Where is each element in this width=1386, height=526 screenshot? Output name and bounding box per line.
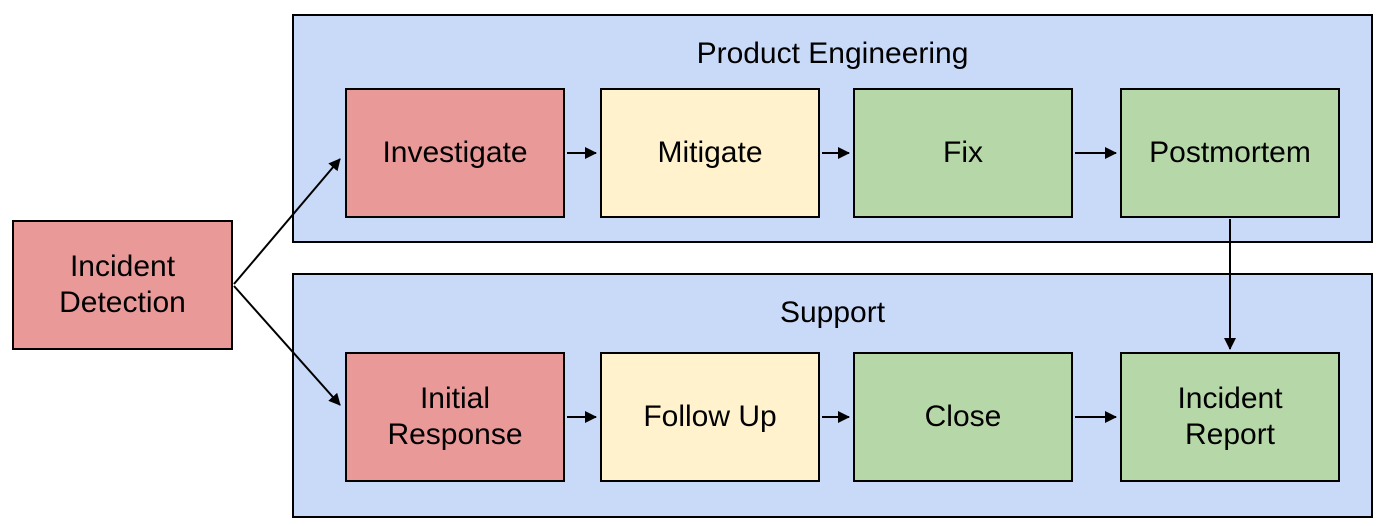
node-incident-report: Incident Report [1120, 352, 1340, 482]
node-postmortem: Postmortem [1120, 88, 1340, 218]
node-fix: Fix [853, 88, 1073, 218]
node-mitigate: Mitigate [600, 88, 820, 218]
node-initial-response: Initial Response [345, 352, 565, 482]
group-title-product-engineering: Product Engineering [696, 37, 969, 70]
node-close: Close [853, 352, 1073, 482]
group-title-support: Support [779, 296, 886, 329]
node-investigate: Investigate [345, 88, 565, 218]
node-incident-detection: Incident Detection [12, 220, 233, 350]
node-follow-up: Follow Up [600, 352, 820, 482]
